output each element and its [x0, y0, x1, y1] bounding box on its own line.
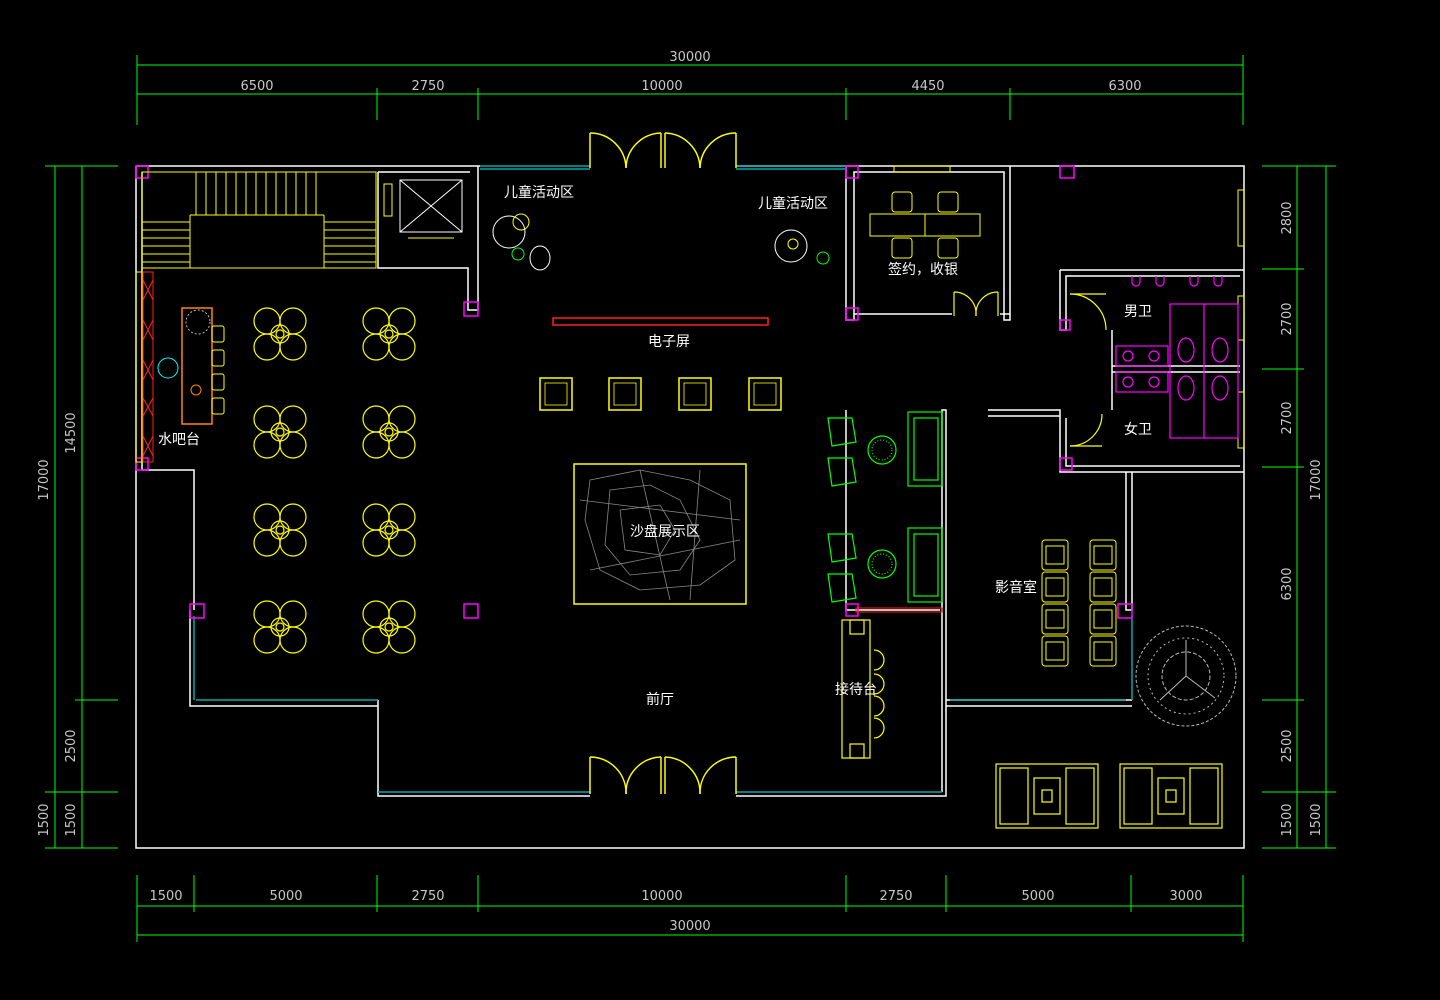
columns: [135, 165, 1133, 619]
dim-bottom-total: 30000: [669, 919, 710, 934]
dim-bottom-seg-6: 5000: [1021, 889, 1054, 904]
label-lobby: 前厅: [646, 691, 674, 708]
dim-bottom-seg-2: 5000: [269, 889, 302, 904]
dim-left-bottom-inner: 1500: [64, 803, 79, 836]
av-seat: [1041, 539, 1069, 571]
av-seat: [1089, 603, 1117, 635]
sofa-set-right: [1119, 763, 1223, 829]
dim-right-seg-3: 2700: [1280, 401, 1295, 434]
four-chair-table-icon: [362, 405, 416, 459]
av-seat: [1041, 571, 1069, 603]
dining-area: [253, 307, 416, 654]
label-womens-restroom: 女卫: [1124, 421, 1152, 438]
dim-left-bottom-outer: 1500: [37, 803, 52, 836]
dim-bottom-seg-3: 2750: [411, 889, 444, 904]
mens-restroom-door[interactable]: [1069, 293, 1107, 331]
restroom-fixtures: [1115, 276, 1239, 439]
entrance-door-top[interactable]: [589, 132, 737, 169]
label-av-room: 影音室: [995, 579, 1037, 596]
dim-left-main: 14500: [64, 412, 79, 453]
four-chair-table-icon: [253, 405, 307, 459]
windows: [135, 165, 1245, 463]
four-chair-table-icon: [253, 600, 307, 654]
water-bar-counter: [142, 271, 225, 463]
elevator-icon: [383, 179, 463, 239]
dimension-labels: 30000 6500 2750 10000 4450 6300 1500 500…: [37, 50, 1324, 934]
dim-top-seg-1: 6500: [240, 79, 273, 94]
reception-wall-line: [855, 607, 943, 613]
label-signing-cashier: 签约，收银: [888, 261, 958, 278]
dim-bottom-seg-5: 2750: [879, 889, 912, 904]
label-sand-table: 沙盘展示区: [630, 523, 700, 540]
av-room-seating: [1041, 539, 1117, 667]
dim-top-seg-4: 4450: [911, 79, 944, 94]
av-seat: [1089, 635, 1117, 667]
lounge-seating: [827, 411, 943, 603]
dim-bottom-seg-7: 3000: [1169, 889, 1202, 904]
dimension-lines: [45, 55, 1336, 942]
dim-left-outer: 17000: [37, 459, 52, 500]
label-kids-area-right: 儿童活动区: [758, 195, 828, 212]
signing-table: [869, 191, 981, 259]
dim-right-seg-6: 1500: [1280, 803, 1295, 836]
dim-top-total: 30000: [669, 50, 710, 65]
kids-area-right-furniture: [774, 229, 830, 265]
dim-right-seg-2: 2700: [1280, 302, 1295, 335]
womens-restroom-door[interactable]: [1069, 413, 1103, 447]
tree-icon: [1135, 625, 1237, 727]
dim-bottom-seg-1: 1500: [149, 889, 182, 904]
dim-bottom-seg-4: 10000: [641, 889, 682, 904]
label-water-bar: 水吧台: [158, 432, 200, 448]
dim-top-seg-3: 10000: [641, 79, 682, 94]
four-chair-table-icon: [253, 503, 307, 557]
four-chair-table-icon: [362, 503, 416, 557]
dim-right-seg-4: 6300: [1280, 567, 1295, 600]
dim-right-seg-1: 2800: [1280, 201, 1295, 234]
sofa-set-left: [995, 763, 1099, 829]
signing-room-door[interactable]: [953, 291, 999, 317]
label-kids-area-left: 儿童活动区: [504, 184, 574, 201]
room-labels: 儿童活动区 儿童活动区 签约，收银 电子屏 男卫 女卫 水吧台 沙盘展示区 影音…: [158, 184, 1152, 708]
dim-right-outer: 17000: [1309, 459, 1324, 500]
dim-right-seg-5: 2500: [1280, 729, 1295, 762]
reception-desk: [841, 619, 885, 759]
sand-table-model: [573, 463, 747, 605]
label-mens-restroom: 男卫: [1124, 304, 1152, 320]
av-seat: [1041, 603, 1069, 635]
label-electronic-screen: 电子屏: [648, 334, 690, 350]
av-seat: [1089, 539, 1117, 571]
four-chair-table-icon: [362, 600, 416, 654]
dim-top-seg-2: 2750: [411, 79, 444, 94]
entrance-door-bottom[interactable]: [589, 756, 737, 795]
walls: [135, 165, 1245, 849]
label-reception-desk: 接待台: [835, 681, 877, 698]
four-chair-table-icon: [362, 307, 416, 361]
dim-right-outer-bottom: 1500: [1309, 803, 1324, 836]
dim-top-seg-5: 6300: [1108, 79, 1141, 94]
dim-left-low: 2500: [64, 729, 79, 762]
stairs-icon: [141, 171, 377, 269]
av-seat: [1041, 635, 1069, 667]
kids-area-left-furniture: [492, 213, 551, 271]
av-seat: [1089, 571, 1117, 603]
glass-walls: [193, 165, 1133, 793]
display-stands: [539, 377, 782, 411]
four-chair-table-icon: [253, 307, 307, 361]
electronic-screen: [552, 317, 769, 326]
